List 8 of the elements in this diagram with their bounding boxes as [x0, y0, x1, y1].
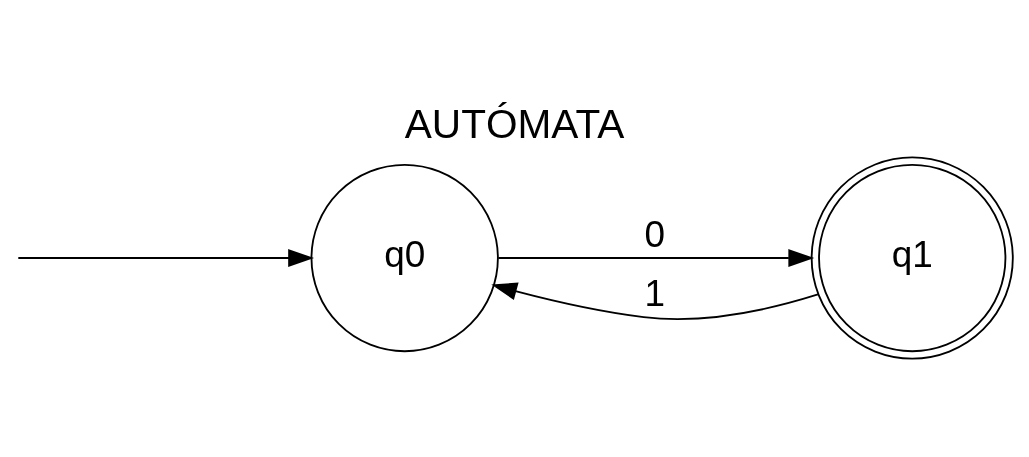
arrow: [491, 282, 819, 320]
node-circle: q0: [310, 163, 499, 353]
edge-label: 0: [644, 213, 666, 255]
diagram-title: AUTÓMATA: [404, 101, 625, 148]
node-circle: q1: [810, 156, 1014, 360]
arrow: [497, 248, 815, 268]
edge-label: 1: [644, 273, 666, 315]
arrow: [17, 248, 315, 268]
